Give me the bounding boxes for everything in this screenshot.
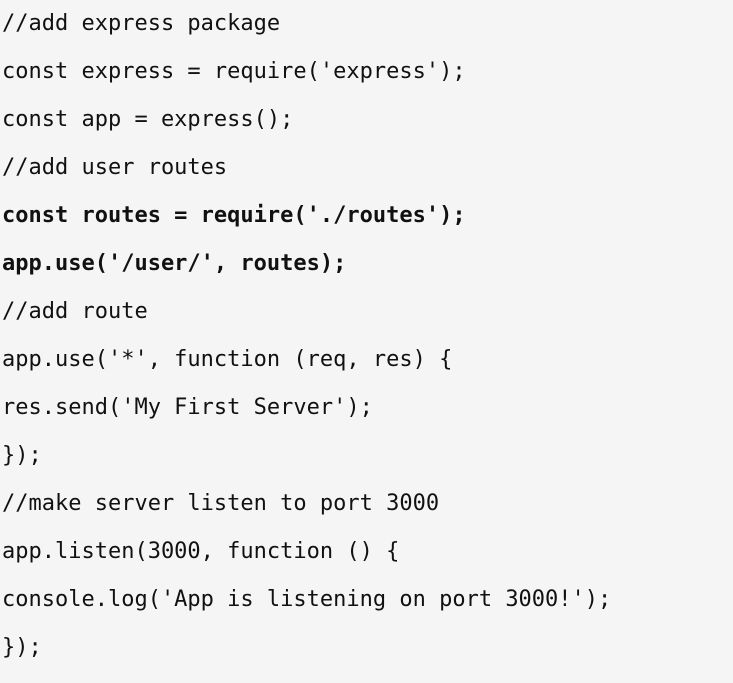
code-line: app.use('*', function (req, res) { xyxy=(2,347,453,372)
code-line: console.log('App is listening on port 30… xyxy=(2,587,612,612)
code-line: }); xyxy=(2,635,42,660)
code-line: }); xyxy=(2,443,42,468)
code-line: res.send('My First Server'); xyxy=(2,395,373,420)
code-line: //add express package xyxy=(2,11,281,36)
code-line: app.use('/user/', routes); xyxy=(2,251,347,276)
code-line: //add user routes xyxy=(2,155,228,180)
code-line: const routes = require('./routes'); xyxy=(2,203,466,228)
code-line: const express = require('express'); xyxy=(2,59,466,84)
code-line: //make server listen to port 3000 xyxy=(2,491,440,516)
code-line: app.listen(3000, function () { xyxy=(2,539,400,564)
code-line: //add route xyxy=(2,299,148,324)
code-line: const app = express(); xyxy=(2,107,294,132)
